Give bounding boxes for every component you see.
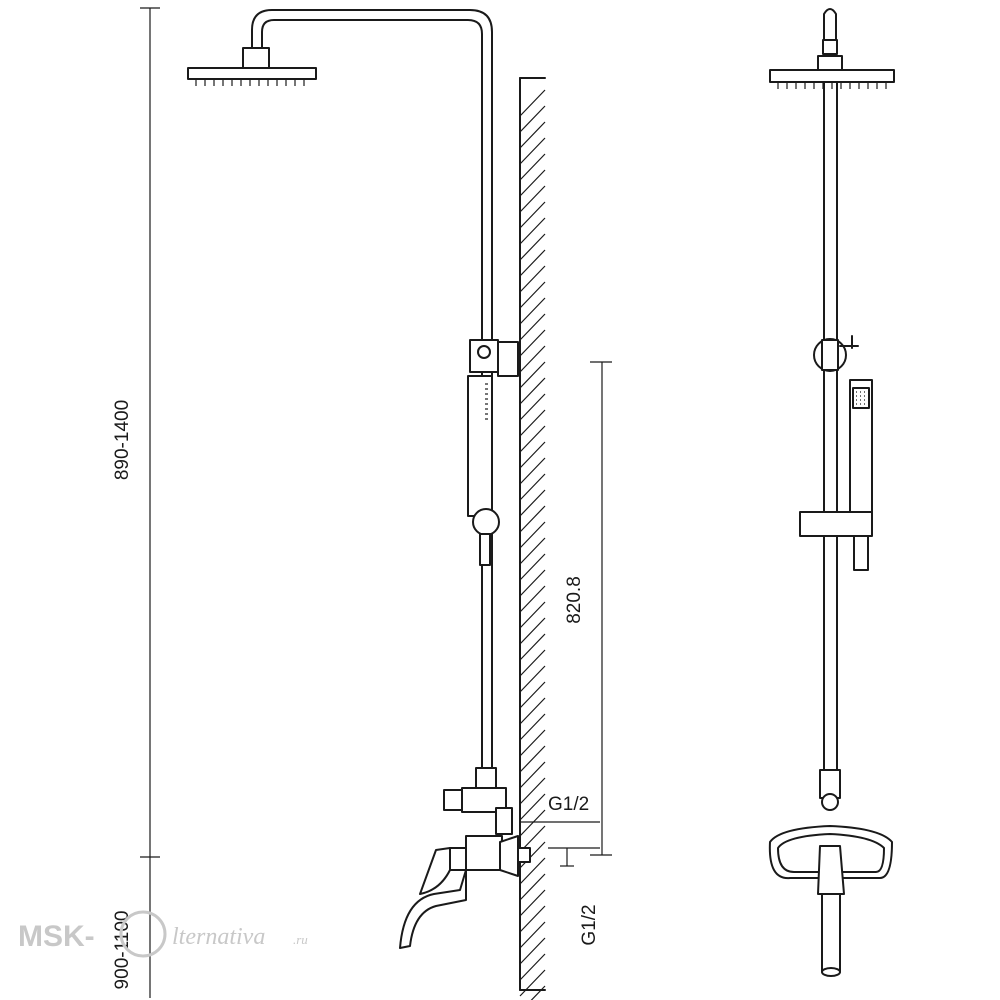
wall-hatch: [519, 77, 546, 1000]
thread-bottom-label: G1/2: [579, 904, 600, 945]
side-view: [187, 9, 531, 949]
watermark-text: MSK-: [18, 920, 95, 953]
watermark-suffix: .ru: [293, 932, 308, 947]
front-view: [768, 8, 895, 977]
mixer-height-label: 900-1100: [112, 911, 133, 990]
height-dimension-line: [140, 7, 160, 998]
rail-length-label: 820.8: [564, 576, 585, 624]
rail-dimension-line: [590, 361, 612, 856]
watermark: MSK- lternativa .ru: [18, 910, 308, 958]
total-height-label: 890-1400: [112, 400, 133, 480]
thread-top-label: G1/2: [548, 794, 589, 815]
watermark-tail: lternativa: [172, 924, 265, 950]
